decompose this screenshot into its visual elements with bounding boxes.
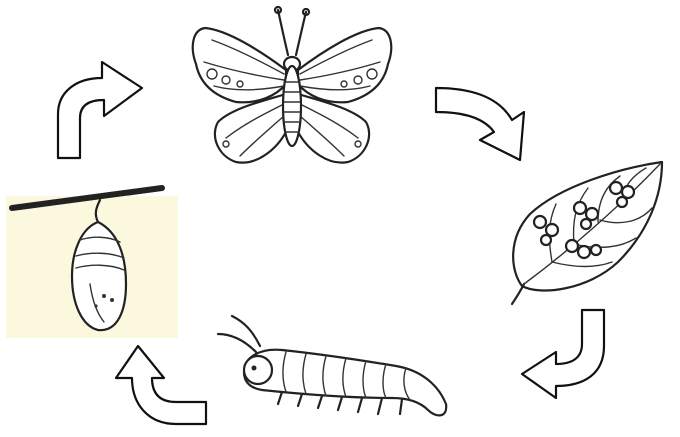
butterfly-drawing bbox=[193, 7, 391, 163]
arrow-caterpillar-to-chrysalis bbox=[116, 346, 206, 424]
chrysalis-drawing bbox=[6, 188, 178, 338]
caterpillar-drawing bbox=[218, 316, 446, 415]
arrow-butterfly-to-eggs bbox=[436, 88, 524, 160]
eggs-on-leaf-drawing bbox=[512, 162, 662, 304]
arrow-chrysalis-to-butterfly bbox=[58, 62, 142, 158]
arrow-eggs-to-caterpillar bbox=[522, 310, 604, 398]
